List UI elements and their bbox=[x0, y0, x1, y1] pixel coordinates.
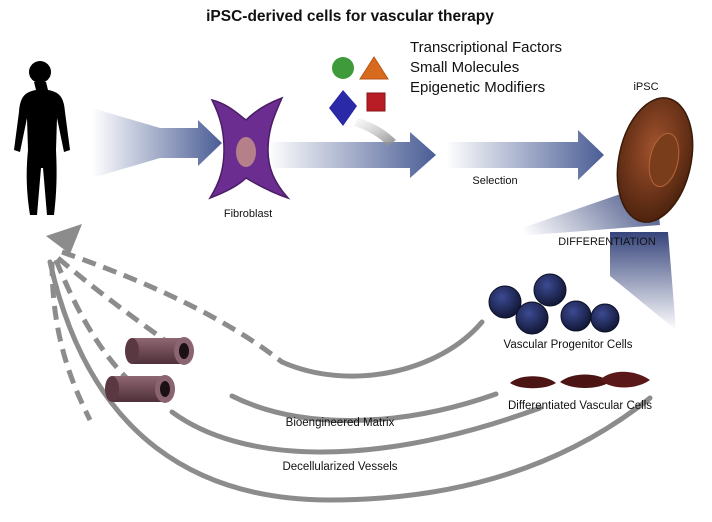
progenitor-cells-icon bbox=[488, 273, 620, 335]
triangle-factor-icon bbox=[359, 56, 389, 80]
curve-outer-return bbox=[47, 259, 653, 503]
vessel-tube-upper-icon bbox=[125, 337, 194, 365]
arrow-reprogramming bbox=[268, 132, 436, 178]
factor-label-epigenetic: Epigenetic Modifiers bbox=[410, 79, 545, 96]
diamond-factor-icon bbox=[329, 90, 357, 126]
differentiated-cells-icon bbox=[510, 371, 650, 389]
cube-factor-icon bbox=[366, 92, 386, 112]
human-figure-icon bbox=[14, 61, 70, 215]
dash-1 bbox=[61, 249, 284, 364]
factor-label-transcriptional: Transcriptional Factors bbox=[410, 39, 562, 56]
curve-from-progenitor bbox=[279, 319, 485, 379]
vascular-progenitor-label: Vascular Progenitor Cells bbox=[504, 339, 633, 351]
selection-label: Selection bbox=[472, 175, 517, 187]
fibroblast-label: Fibroblast bbox=[224, 208, 272, 220]
arrow-selection bbox=[446, 130, 604, 180]
dash-4 bbox=[49, 261, 93, 422]
fibroblast-cell-icon bbox=[208, 96, 291, 200]
vessel-tube-lower-icon bbox=[105, 375, 175, 403]
ipsc-label: iPSC bbox=[633, 81, 658, 93]
curve-vessels-to-differentiated bbox=[169, 405, 543, 455]
ipsc-cell-icon bbox=[616, 97, 694, 223]
return-curves bbox=[47, 259, 653, 503]
ipsc-cone bbox=[493, 182, 660, 238]
differentiated-vascular-label: Differentiated Vascular Cells bbox=[508, 400, 652, 412]
diagram-title: iPSC-derived cells for vascular therapy bbox=[206, 8, 494, 25]
factor-swoosh bbox=[354, 118, 396, 146]
arrow-to-fibroblast bbox=[92, 108, 222, 178]
curve-matrix-to-differentiated bbox=[229, 391, 499, 423]
differentiation-label: DIFFERENTIATION bbox=[558, 236, 656, 248]
factor-label-small-molecules: Small Molecules bbox=[410, 59, 519, 76]
decellularized-vessels-label: Decellularized Vessels bbox=[282, 461, 397, 473]
return-arrowhead-icon bbox=[46, 224, 82, 254]
bioengineered-matrix-label: Bioengineered Matrix bbox=[286, 417, 395, 429]
dashed-return-lines bbox=[49, 249, 284, 422]
dash-3 bbox=[53, 259, 152, 401]
differentiation-gradient bbox=[610, 232, 676, 330]
circle-factor-icon bbox=[332, 57, 354, 79]
